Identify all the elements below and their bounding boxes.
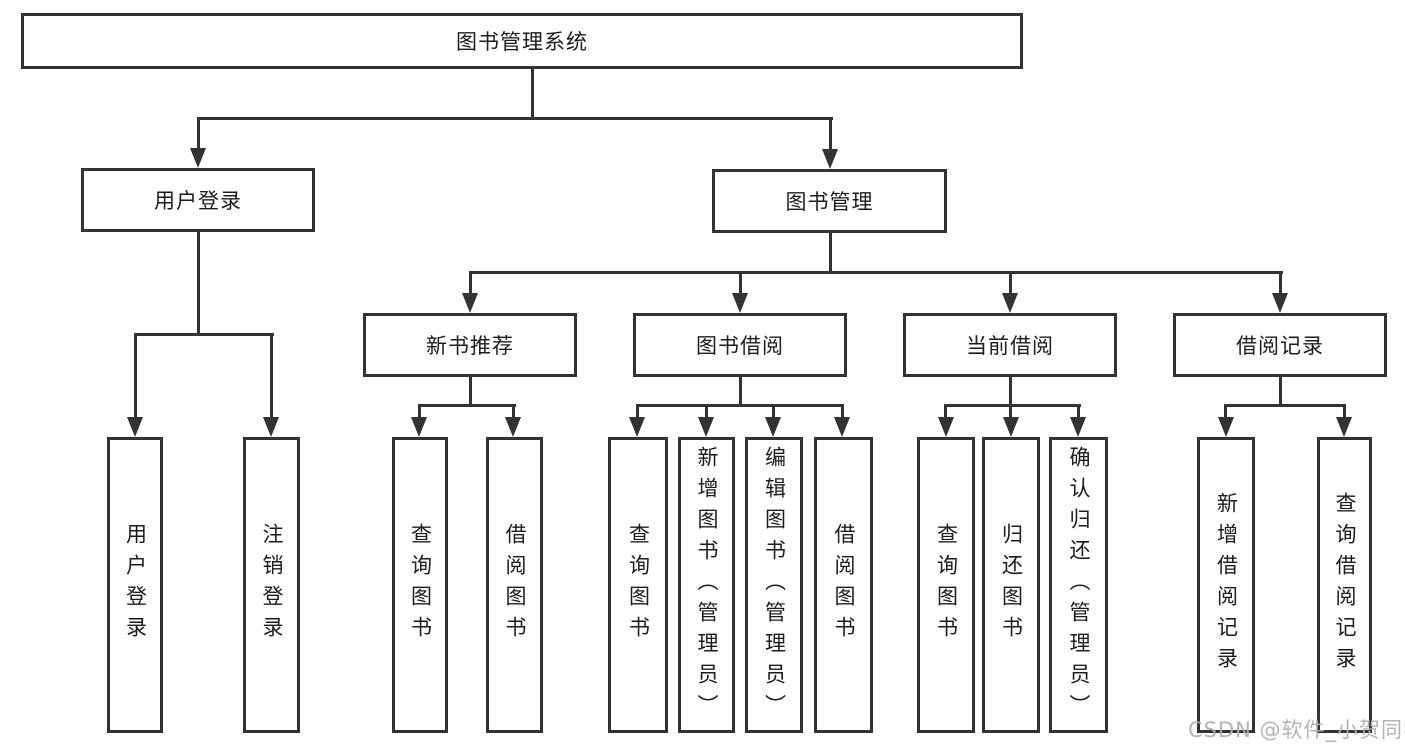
connector-split (636, 404, 844, 407)
node-library-system: 图书管理系统 (21, 13, 1023, 69)
connector-to-node (739, 271, 742, 293)
connector-stem (739, 377, 742, 406)
arrow-down-icon (822, 149, 838, 169)
arrow-down-icon (1003, 417, 1019, 437)
leaf-query-borrow-record: 查询借阅记录 (1317, 437, 1372, 733)
leaf-return-book: 归还图书 (982, 437, 1040, 733)
leaf-borrow-books-recommend: 借阅图书 (486, 437, 543, 733)
leaf-label: 新增图书（管理员） (695, 445, 719, 725)
leaf-label: 用户登录 (123, 523, 148, 647)
connector-book-management-split (469, 271, 1283, 274)
leaf-label: 查询图书 (934, 523, 959, 647)
node-user-login: 用户登录 (81, 168, 315, 232)
connector-split (418, 404, 516, 407)
leaf-add-borrow-record: 新增借阅记录 (1197, 437, 1255, 733)
connector-to-node (469, 271, 472, 293)
connector-to-leaf (270, 333, 273, 417)
leaf-label: 借阅图书 (503, 523, 527, 647)
connector-to-leaf (512, 404, 515, 417)
leaf-query-books-current: 查询图书 (917, 437, 975, 733)
leaf-edit-book-admin: 编辑图书（管理员） (745, 437, 803, 733)
connector-user-login-stem (197, 232, 200, 336)
connector-to-user-login (197, 117, 200, 148)
arrow-down-icon (263, 417, 279, 437)
connector-to-leaf (772, 404, 775, 417)
connector-split (1224, 404, 1346, 407)
leaf-label: 查询图书 (626, 523, 651, 647)
connector-to-node (1009, 271, 1012, 293)
connector-to-node (1279, 271, 1282, 293)
arrow-down-icon (1272, 293, 1288, 313)
arrow-down-icon (411, 417, 427, 437)
arrow-down-icon (629, 417, 645, 437)
arrow-down-icon (462, 293, 478, 313)
arrow-down-icon (1336, 417, 1352, 437)
leaf-label: 归还图书 (999, 523, 1024, 647)
connector-stem (469, 377, 472, 406)
leaf-add-book-admin: 新增图书（管理员） (678, 437, 735, 733)
leaf-label: 查询借阅记录 (1333, 492, 1357, 678)
arrow-down-icon (1070, 417, 1086, 437)
arrow-down-icon (732, 293, 748, 313)
arrow-down-icon (190, 148, 206, 168)
connector-to-leaf (705, 404, 708, 417)
leaf-label: 注销登录 (260, 523, 284, 647)
arrow-down-icon (127, 417, 143, 437)
arrow-down-icon (698, 417, 714, 437)
connector-to-leaf (134, 333, 137, 417)
node-current-borrowing: 当前借阅 (903, 313, 1117, 377)
connector-to-book-management (829, 117, 832, 149)
node-new-book-recommendation: 新书推荐 (363, 313, 577, 377)
arrow-down-icon (834, 417, 850, 437)
connector-to-leaf (636, 404, 639, 417)
leaf-query-books-recommend: 查询图书 (392, 437, 448, 733)
connector-root-split (197, 117, 833, 120)
arrow-down-icon (938, 417, 954, 437)
connector-to-leaf (1077, 404, 1080, 417)
connector-to-leaf (841, 404, 844, 417)
connector-book-management-stem (829, 233, 832, 274)
leaf-label: 查询图书 (408, 523, 433, 647)
csdn-watermark: CSDN @软件_小贺同学 (1188, 718, 1405, 742)
arrow-down-icon (1002, 293, 1018, 313)
connector-to-leaf (1343, 404, 1346, 417)
leaf-label: 新增借阅记录 (1214, 492, 1239, 678)
connector-stem (1279, 377, 1282, 406)
arrow-down-icon (1218, 417, 1234, 437)
node-book-borrowing: 图书借阅 (633, 313, 847, 377)
connector-to-leaf (418, 404, 421, 417)
leaf-confirm-return-admin: 确认归还（管理员） (1049, 437, 1108, 733)
leaf-user-login: 用户登录 (107, 437, 163, 733)
leaf-borrow-books: 借阅图书 (814, 437, 873, 733)
node-book-management: 图书管理 (712, 169, 947, 233)
connector-user-login-split (134, 333, 274, 336)
arrow-down-icon (765, 417, 781, 437)
connector-to-leaf (1224, 404, 1227, 417)
leaf-label: 确认归还（管理员） (1067, 445, 1091, 725)
leaf-logout: 注销登录 (243, 437, 300, 733)
leaf-label: 借阅图书 (832, 523, 856, 647)
connector-to-leaf (1009, 404, 1012, 417)
leaf-label: 编辑图书（管理员） (762, 445, 787, 725)
connector-root-stem (531, 69, 534, 120)
node-borrowing-records: 借阅记录 (1173, 313, 1387, 377)
connector-stem (1009, 377, 1012, 406)
connector-to-leaf (944, 404, 947, 417)
arrow-down-icon (505, 417, 521, 437)
leaf-query-books-borrowing: 查询图书 (608, 437, 668, 733)
connector-split (944, 404, 1081, 407)
